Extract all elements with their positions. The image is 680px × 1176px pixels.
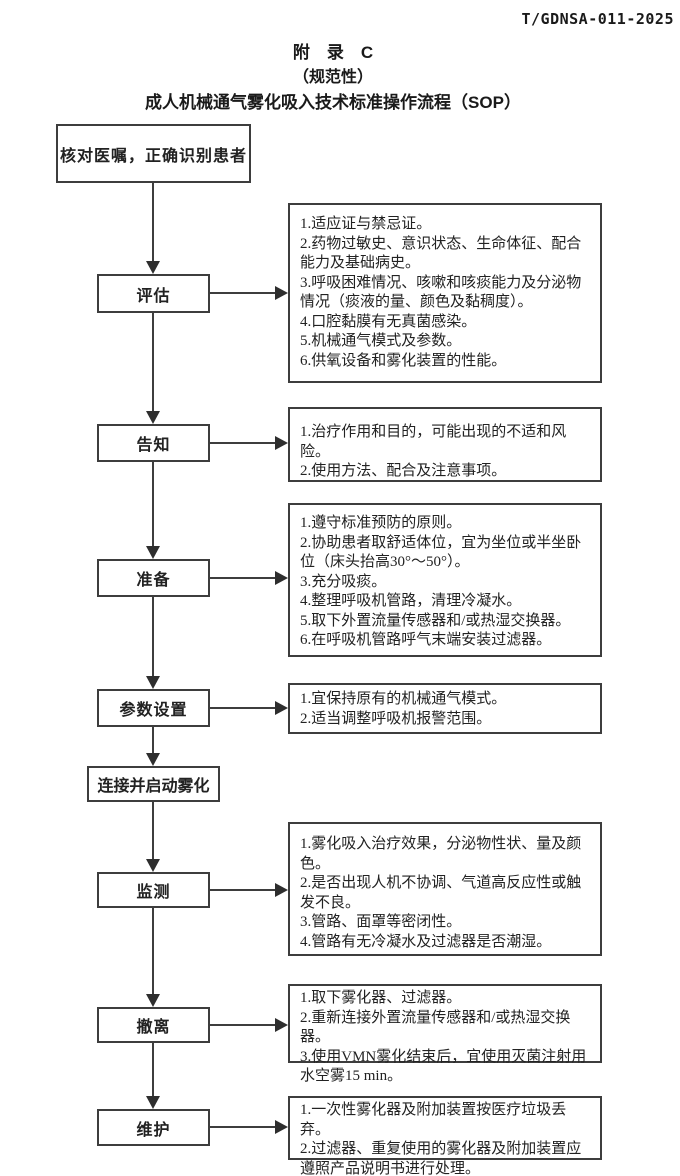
- arrow-down-icon: [146, 753, 160, 766]
- arrow-right-icon: [275, 286, 288, 300]
- connector-inform-to-prepare: [152, 462, 154, 547]
- arrow-down-icon: [146, 411, 160, 424]
- connector-prepare-to-parameter: [152, 597, 154, 677]
- connector-parameter-to-notes: [210, 707, 276, 709]
- notes-maintain: 1.一次性雾化器及附加装置按医疗垃圾丢弃。 2.过滤器、重复使用的雾化器及附加装…: [288, 1096, 602, 1176]
- note-item: 2.药物过敏史、意识状态、生命体征、配合能力及基础病史。: [300, 235, 582, 272]
- flow-step-prepare: 准备: [97, 559, 210, 597]
- arrow-right-icon: [275, 571, 288, 585]
- note-item: 5.取下外置流量传感器和/或热湿交换器。: [300, 612, 571, 629]
- note-item: 4.口腔黏膜有无真菌感染。: [300, 313, 477, 330]
- arrow-right-icon: [275, 436, 288, 450]
- note-item: 2.协助患者取舒适体位，宜为坐位或半坐卧位（床头抬高30°～50°）。: [300, 534, 582, 571]
- connector-assess-to-notes: [210, 292, 276, 294]
- note-item: 1.取下雾化器、过滤器。: [300, 990, 462, 1006]
- page-title: 成人机械通气雾化吸入技术标准操作流程（SOP）: [145, 93, 521, 112]
- note-item: 2.是否出现人机不协调、气道高反应性或触发不良。: [300, 875, 582, 911]
- note-item: 1.治疗作用和目的，可能出现的不适和风险。: [300, 424, 567, 460]
- flow-step-inform: 告知: [97, 424, 210, 462]
- flow-step-connect-start-nebulization: 连接并启动雾化: [87, 766, 220, 802]
- notes-inform: 1.治疗作用和目的，可能出现的不适和风险。 2.使用方法、配合及注意事项。: [288, 407, 602, 482]
- note-item: 2.使用方法、配合及注意事项。: [300, 463, 507, 479]
- connector-withdraw-to-maintain: [152, 1043, 154, 1097]
- flow-step-withdraw: 撤离: [97, 1007, 210, 1043]
- document-code: T/GDNSA-011-2025: [521, 10, 674, 28]
- note-item: 1.宜保持原有的机械通气模式。: [300, 691, 507, 707]
- flow-step-maintain: 维护: [97, 1109, 210, 1146]
- connector-monitor-to-notes: [210, 889, 276, 891]
- connector-connect-to-monitor: [152, 802, 154, 860]
- note-item: 1.雾化吸入治疗效果，分泌物性状、量及颜色。: [300, 836, 582, 872]
- connector-inform-to-notes: [210, 442, 276, 444]
- note-item: 1.一次性雾化器及附加装置按医疗垃圾丢弃。: [300, 1102, 567, 1138]
- arrow-right-icon: [275, 1120, 288, 1134]
- note-item: 3.管路、面罩等密闭性。: [300, 914, 462, 930]
- note-item: 1.遵守标准预防的原则。: [300, 515, 462, 531]
- arrow-down-icon: [146, 1096, 160, 1109]
- note-item: 2.适当调整呼吸机报警范围。: [300, 710, 492, 727]
- arrow-right-icon: [275, 1018, 288, 1032]
- arrow-down-icon: [146, 676, 160, 689]
- flow-step-assess: 评估: [97, 274, 210, 313]
- arrow-right-icon: [275, 701, 288, 715]
- connector-maintain-to-notes: [210, 1126, 276, 1128]
- arrow-down-icon: [146, 261, 160, 274]
- arrow-down-icon: [146, 546, 160, 559]
- note-item: 1.适应证与禁忌证。: [300, 216, 432, 232]
- flow-step-verify-order: 核对医嘱，正确识别患者: [56, 124, 251, 183]
- arrow-down-icon: [146, 859, 160, 872]
- appendix-title: 附 录 C: [292, 43, 374, 62]
- notes-parameter-setting: 1.宜保持原有的机械通气模式。 2.适当调整呼吸机报警范围。: [288, 683, 602, 734]
- note-item: 5.机械通气模式及参数。: [300, 333, 462, 349]
- note-item: 2.过滤器、重复使用的雾化器及附加装置应遵照产品说明书进行处理。: [300, 1141, 582, 1176]
- connector-monitor-to-withdraw: [152, 908, 154, 995]
- note-item: 3.充分吸痰。: [300, 573, 387, 590]
- connector-withdraw-to-notes: [209, 1024, 276, 1026]
- flow-step-monitor: 监测: [97, 872, 210, 908]
- connector-prepare-to-notes: [210, 577, 276, 579]
- connector-parameter-to-connect: [152, 727, 154, 754]
- notes-assess: 1.适应证与禁忌证。 2.药物过敏史、意识状态、生命体征、配合能力及基础病史。 …: [288, 203, 602, 383]
- notes-prepare: 1.遵守标准预防的原则。 2.协助患者取舒适体位，宜为坐位或半坐卧位（床头抬高3…: [288, 503, 602, 657]
- connector-verify-to-assess: [152, 183, 154, 262]
- arrow-right-icon: [275, 883, 288, 897]
- note-item: 6.在呼吸机管路呼气末端安装过滤器。: [300, 632, 552, 648]
- notes-monitor: 1.雾化吸入治疗效果，分泌物性状、量及颜色。 2.是否出现人机不协调、气道高反应…: [288, 822, 602, 956]
- notes-withdraw: 1.取下雾化器、过滤器。 2.重新连接外置流量传感器和/或热湿交换器。 3.使用…: [288, 984, 602, 1084]
- arrow-down-icon: [146, 994, 160, 1007]
- note-item: 6.供氧设备和雾化装置的性能。: [300, 352, 507, 369]
- normative-label: （规范性）: [292, 69, 373, 86]
- note-item: 3.呼吸困难情况、咳嗽和咳痰能力及分泌物情况（痰液的量、颜色及黏稠度）。: [300, 274, 582, 311]
- note-item: 4.整理呼吸机管路，清理冷凝水。: [300, 593, 522, 609]
- flow-step-parameter-setting: 参数设置: [97, 689, 210, 727]
- note-item: 4.管路有无冷凝水及过滤器是否潮湿。: [300, 933, 552, 950]
- note-item: 3.使用VMN雾化结束后，宜使用灭菌注射用水空雾15 min。: [300, 1048, 587, 1085]
- note-item: 2.重新连接外置流量传感器和/或热湿交换器。: [300, 1009, 571, 1046]
- connector-assess-to-inform: [152, 313, 154, 412]
